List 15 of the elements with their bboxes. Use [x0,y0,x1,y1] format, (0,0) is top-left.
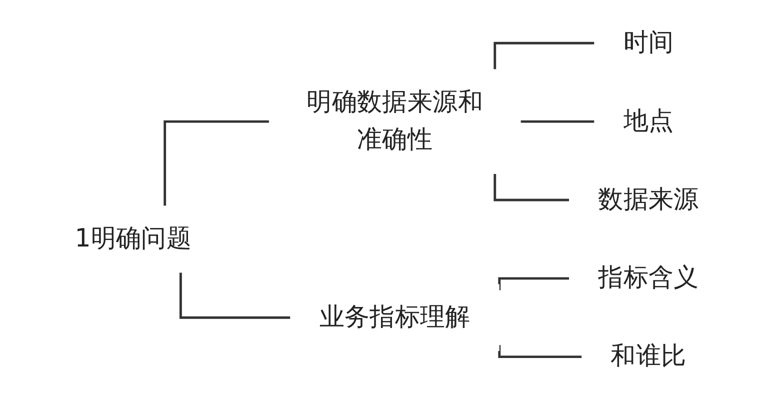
connector [164,120,270,206]
node-text: 地点 [623,106,674,136]
node-text: 数据来源 [598,184,700,214]
connector [520,120,594,123]
connector [494,174,570,202]
node-text: 明确数据来源和准确性 [306,88,484,154]
node-text: 业务指标理解 [319,302,471,332]
connector [494,42,594,70]
node-text: 时间 [623,28,674,58]
node-text: 和谁比 [610,342,686,371]
connector [498,344,582,358]
node-text: 1明确问题 [74,224,192,254]
connector [180,272,290,319]
connector [498,277,570,290]
node-text: 指标含义 [598,263,700,292]
